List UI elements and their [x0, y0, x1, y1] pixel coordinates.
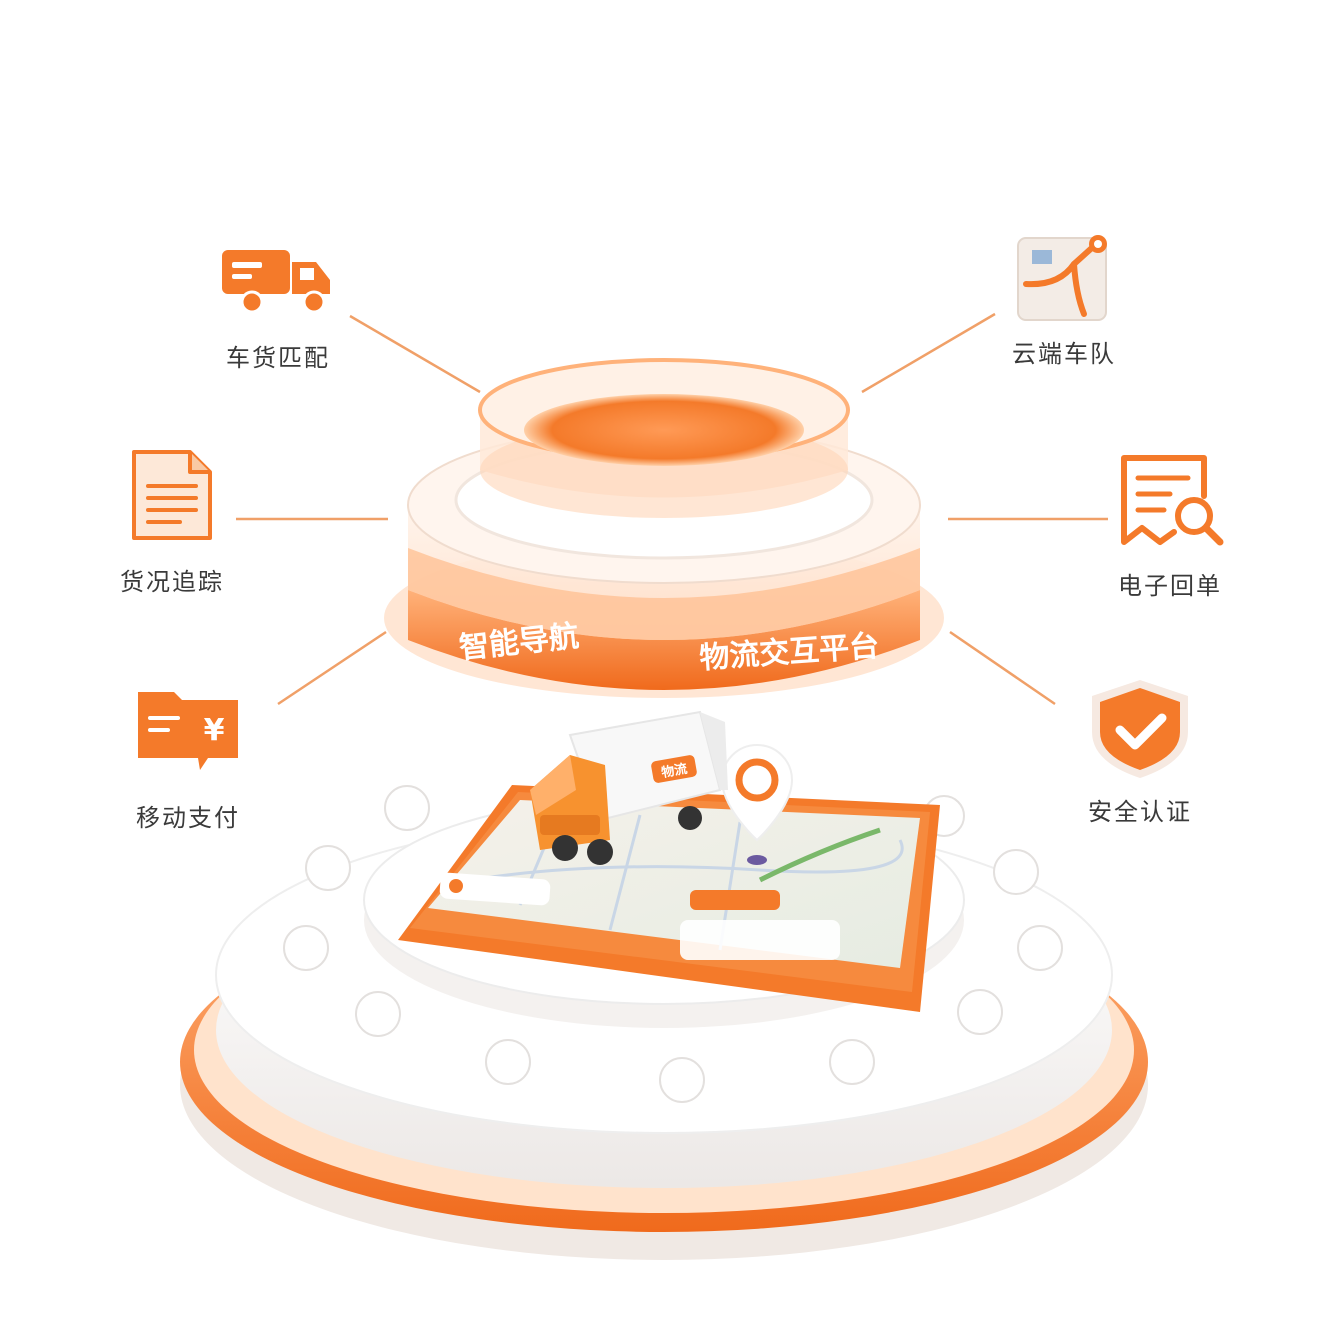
base-knobs	[283, 785, 1063, 1103]
feature-label: 电子回单	[1118, 572, 1222, 600]
feature-cargo-matching[interactable]: 车货匹配	[178, 240, 378, 373]
feature-security-cert[interactable]: 安全认证	[1040, 678, 1240, 827]
feature-label: 云端车队	[1012, 340, 1116, 368]
svg-text:¥: ¥	[204, 713, 225, 748]
feature-label: 移动支付	[136, 804, 240, 832]
truck-badge-text: 物流	[660, 761, 688, 781]
wallet-icon: ¥	[138, 692, 238, 770]
location-pin	[720, 743, 794, 865]
connector-lines	[236, 312, 1108, 706]
truck-icon	[222, 250, 330, 314]
feature-e-receipt[interactable]: 电子回单	[1070, 452, 1270, 601]
shield-check-icon	[1092, 680, 1188, 778]
feature-cargo-tracking[interactable]: 货况追踪	[72, 448, 272, 597]
feature-label: 安全认证	[1088, 798, 1192, 826]
feature-mobile-pay[interactable]: ¥ 移动支付	[88, 684, 288, 833]
feature-cloud-fleet[interactable]: 云端车队	[964, 234, 1164, 369]
receipt-search-icon	[1121, 455, 1224, 546]
feature-label: 车货匹配	[226, 344, 330, 372]
route-map-icon	[1017, 235, 1107, 321]
truck-model: 物流	[530, 710, 728, 865]
feature-label: 货况追踪	[120, 568, 224, 596]
document-icon	[132, 450, 212, 540]
